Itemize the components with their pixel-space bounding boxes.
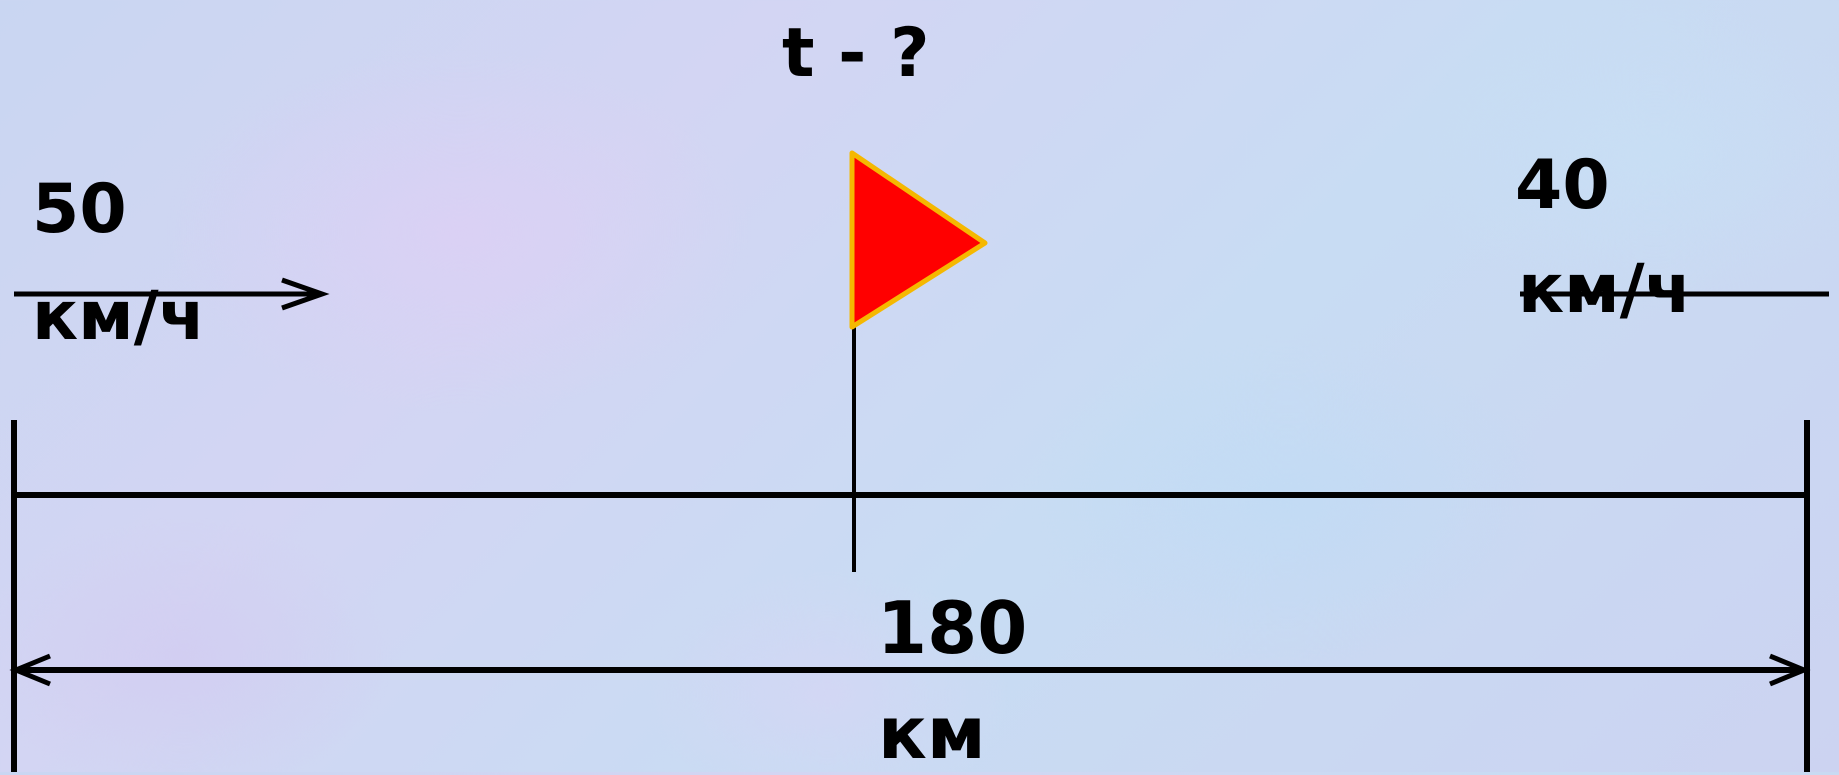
time-question-label: t - ? (782, 14, 930, 93)
left-speed-unit: км/ч (32, 277, 206, 356)
distance-value: 180 (877, 586, 1028, 670)
distance-unit: км (878, 691, 986, 775)
right-speed-value: 40 (1515, 146, 1610, 225)
left-arrow-head (281, 277, 330, 311)
distance-arrow-right-head (1769, 653, 1811, 687)
flag-icon (849, 150, 988, 330)
right-speed-unit: км/ч (1518, 250, 1692, 329)
left-speed-value: 50 (32, 170, 127, 249)
distance-arrow-left-head (9, 653, 51, 687)
